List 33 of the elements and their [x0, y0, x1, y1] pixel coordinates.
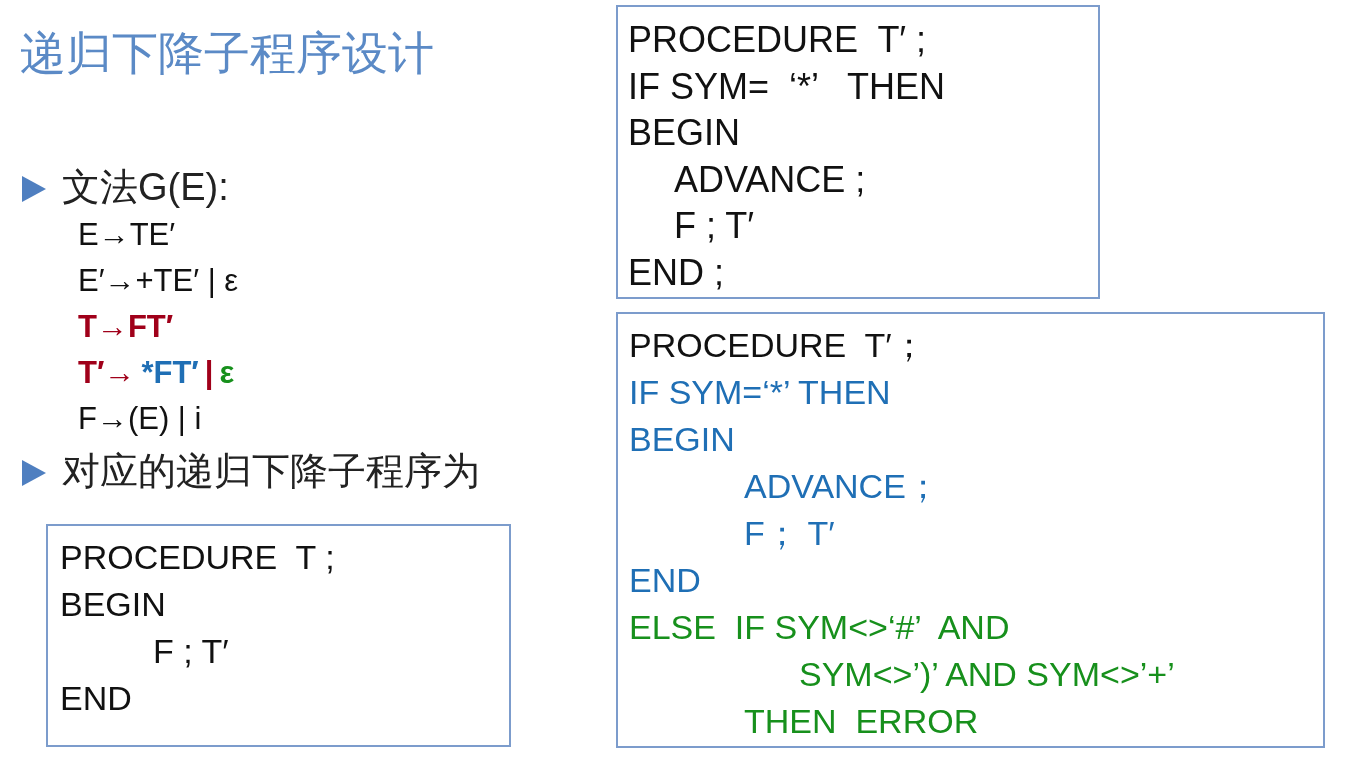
code-line: PROCEDURE T′； — [629, 325, 926, 366]
grammar-rule: T′→ — [78, 357, 136, 388]
bullet-text: 对应的递归下降子程序为 — [62, 452, 480, 490]
code-line: ELSE IF SYM<>‘#’ AND — [629, 607, 1010, 648]
code-line: THEN ERROR — [744, 701, 979, 742]
grammar-rule: | — [204, 357, 214, 388]
code-line: END — [629, 560, 701, 601]
code-box — [616, 312, 1325, 748]
code-line: BEGIN — [628, 111, 741, 155]
code-line: PROCEDURE T ; — [60, 537, 335, 578]
grammar-rule: E→TE′ — [78, 219, 176, 250]
bullet-text: 文法G(E): — [62, 168, 229, 206]
grammar-rule: *FT′ — [141, 357, 199, 388]
code-line: END — [60, 678, 132, 719]
code-line: ADVANCE ; — [674, 157, 866, 202]
grammar-rule: T→FT′ — [78, 311, 174, 342]
grammar-rule: E′→+TE′ | ε — [78, 265, 239, 296]
grammar-rule: F→(E) | i — [78, 403, 202, 434]
code-line: ADVANCE； — [744, 466, 940, 507]
code-line: PROCEDURE T′ ; — [628, 18, 927, 62]
title: 递归下降子程序设计 — [20, 30, 434, 76]
code-line: IF SYM= ‘*’ THEN — [628, 64, 946, 109]
code-line: BEGIN — [629, 419, 735, 460]
code-box — [616, 5, 1100, 299]
code-line: F ; T′ — [153, 631, 229, 672]
code-box — [46, 524, 511, 747]
code-line: SYM<>’)’ AND SYM<>’+’ — [799, 654, 1175, 695]
code-line: F ; T′ — [674, 204, 755, 248]
code-line: BEGIN — [60, 584, 166, 625]
code-line: END ; — [628, 250, 724, 295]
code-line: IF SYM=‘*’ THEN — [629, 372, 891, 413]
code-line: F； T′ — [744, 513, 835, 554]
grammar-rule: ε — [219, 357, 235, 388]
